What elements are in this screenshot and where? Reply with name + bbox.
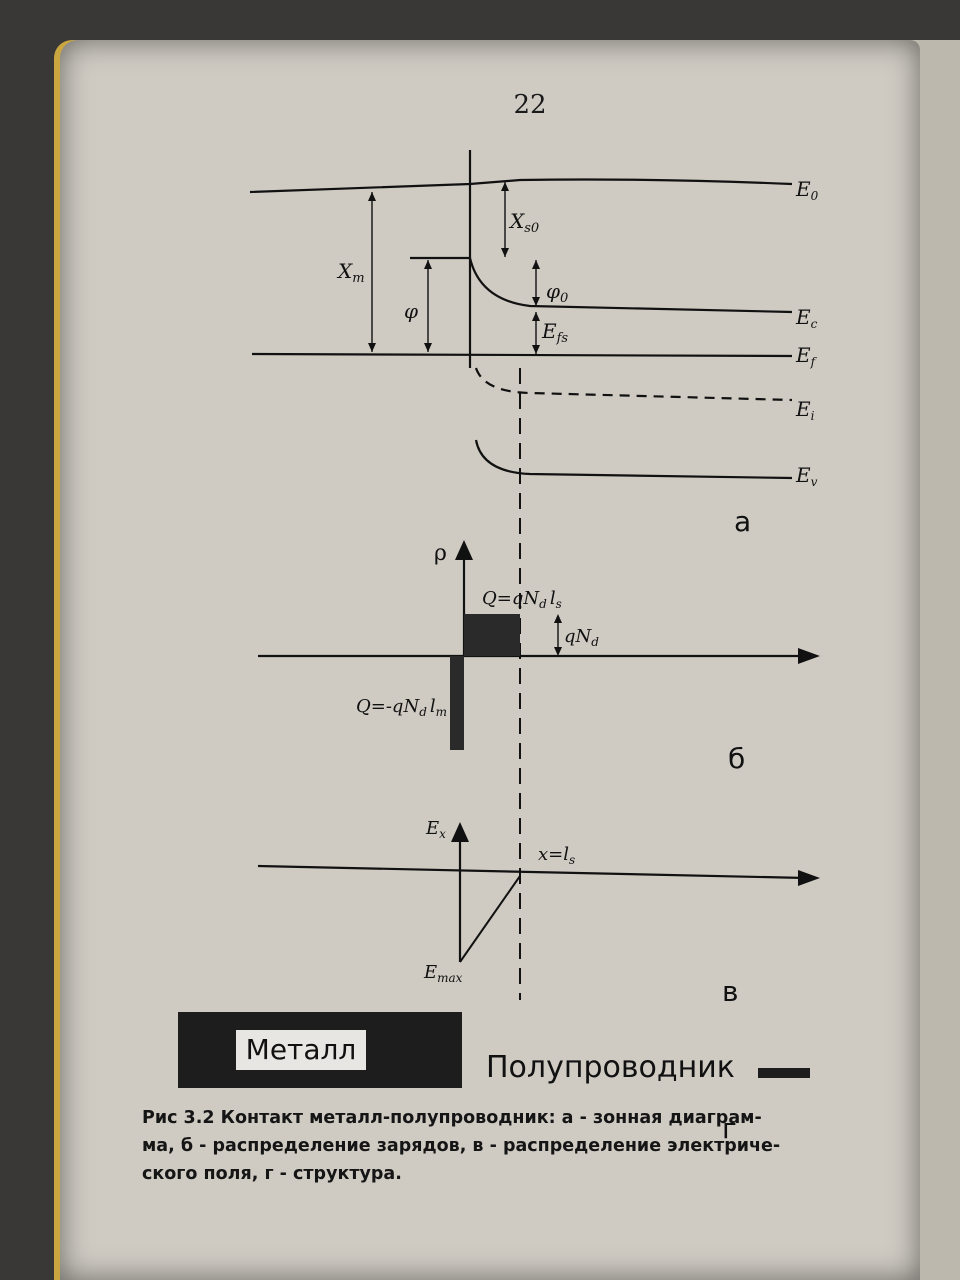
efs-label: Efs xyxy=(541,319,568,346)
ec-label: Ec xyxy=(795,305,818,331)
metal-label: Металл xyxy=(236,1030,366,1070)
field-x-axis xyxy=(257,864,807,880)
emax-label: Emax xyxy=(423,962,463,985)
page-number: 22 xyxy=(513,90,547,120)
positive-charge-block xyxy=(464,614,520,656)
field-x-arrowhead xyxy=(798,870,820,886)
e0-label: E0 xyxy=(795,177,819,203)
xs0-label: Xs0 xyxy=(508,209,539,236)
part-b-letter: б xyxy=(728,742,746,775)
rho-x-arrowhead xyxy=(798,648,820,664)
e0-line xyxy=(249,178,793,194)
ei-line xyxy=(474,367,793,402)
field-profile-line xyxy=(459,875,521,963)
caption-line-2: ма, б - распределение зарядов, в - распр… xyxy=(142,1136,781,1156)
semiconductor-label: Полупроводник xyxy=(486,1050,735,1085)
qnd-label: qNd xyxy=(564,626,599,649)
ec-line xyxy=(410,256,793,314)
x-ls-label: x=ls xyxy=(538,844,575,867)
phi-label: φ xyxy=(404,299,418,323)
figure-caption: Рис 3.2 Контакт металл-полупроводник: а … xyxy=(142,1104,822,1188)
negative-charge-block xyxy=(450,656,464,750)
ei-label: Ei xyxy=(795,397,815,423)
caption-line-3: ского поля, г - структура. xyxy=(142,1164,402,1184)
field-y-arrowhead xyxy=(451,822,469,842)
ex-axis-label: Ex xyxy=(425,818,446,841)
band-diagram xyxy=(249,150,793,480)
ev-label: Ev xyxy=(795,463,818,489)
ef-line xyxy=(251,352,793,358)
rho-axis-label: ρ xyxy=(434,541,447,566)
phi0-label: φ0 xyxy=(546,279,568,306)
ev-line xyxy=(474,439,793,480)
field-distribution: Ex x=ls Emax xyxy=(257,818,820,985)
rho-y-arrowhead xyxy=(455,540,473,560)
ef-label: Ef xyxy=(795,343,818,369)
part-a-letter: a xyxy=(734,505,752,538)
part-v-letter: в xyxy=(722,975,739,1008)
xm-label: Xm xyxy=(336,259,365,286)
semiconductor-bar xyxy=(758,1068,810,1078)
band-labels: E0 Ec Ef Ei Ev Xs0 Xm φ φ0 Efs xyxy=(336,177,819,489)
part-g-letter: г xyxy=(722,1112,737,1145)
caption-line-1: Рис 3.2 Контакт металл-полупроводник: а … xyxy=(142,1108,762,1128)
